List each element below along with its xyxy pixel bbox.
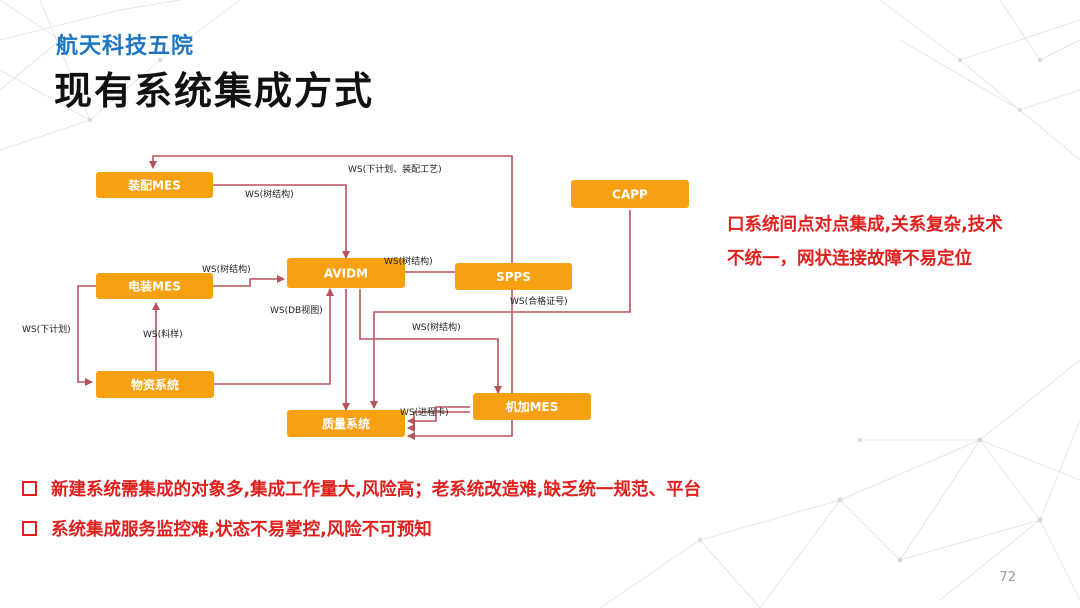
bullet-item: 新建系统需集成的对象多,集成工作量大,风险高；老系统改造难,缺乏统一规范、平台 <box>22 476 701 501</box>
edge-capp-zhiliang <box>370 210 631 409</box>
edge-spps-zhiliang <box>407 290 513 440</box>
edge-dianzhuang-avidm <box>213 275 285 287</box>
edge-avidm-jijia <box>359 289 502 394</box>
node-avidm: AVIDM <box>287 258 405 288</box>
node-zhiliang-system: 质量系统 <box>287 410 405 437</box>
node-label: CAPP <box>612 188 648 202</box>
edge-wuzi-avidm <box>214 288 334 385</box>
bullet-text: 新建系统需集成的对象多,集成工作量大,风险高；老系统改造难,缺乏统一规范、平台 <box>51 480 701 500</box>
node-zhuangpei-mes: 装配MES <box>96 172 213 198</box>
right-note: 口系统间点对点集成,关系复杂,技术 不统一，网状连接故障不易定位 <box>727 208 1057 276</box>
page-number: 72 <box>999 570 1016 585</box>
node-label: 装配MES <box>127 178 181 193</box>
edge-zhuangpei-avidm <box>213 184 350 259</box>
right-note-line1: 口系统间点对点集成,关系复杂,技术 <box>727 215 1003 235</box>
org-subtitle: 航天科技五院 <box>56 34 195 59</box>
right-note-line2: 不统一，网状连接故障不易定位 <box>727 249 972 269</box>
node-wuzi-system: 物资系统 <box>96 371 214 398</box>
node-dianzhuang-mes: 电装MES <box>96 273 213 299</box>
edge-jijia-zhiliang-b <box>407 411 470 432</box>
edge-label-plan: WS(下计划) <box>22 323 71 335</box>
edge-label-plan-process: WS(下计划、装配工艺) <box>348 163 442 175</box>
checkbox-square-icon <box>22 481 37 496</box>
page-title: 现有系统集成方式 <box>54 69 375 113</box>
node-label: SPPS <box>496 270 531 284</box>
checkbox-square-icon <box>22 521 37 536</box>
edge-dianzhuang-wuzi <box>77 285 96 386</box>
edge-label-tree-jijia: WS(树结构) <box>412 321 461 333</box>
edge-spps-zhuangpei <box>149 155 513 263</box>
edge-label-tree-dianzhuang: WS(树结构) <box>202 263 251 275</box>
edge-label-cert: WS(合格证号) <box>510 295 568 307</box>
node-jijia-mes: 机加MES <box>473 393 591 420</box>
edge-label-db-view: WS(DB视图) <box>270 304 323 316</box>
node-capp: CAPP <box>571 180 689 208</box>
bullet-text: 系统集成服务监控难,状态不易掌控,风险不可预知 <box>51 520 432 540</box>
node-label: AVIDM <box>324 267 368 281</box>
node-label: 机加MES <box>506 399 559 414</box>
node-label: 电装MES <box>128 279 181 294</box>
node-spps: SPPS <box>455 263 572 290</box>
node-label: 质量系统 <box>322 416 370 431</box>
node-label: 物资系统 <box>131 377 179 392</box>
edge-label-process-card: WS(进程卡) <box>400 406 449 418</box>
edge-label-tree-zhuangpei: WS(树结构) <box>245 188 294 200</box>
edge-label-tree-spps: WS(树结构) <box>384 255 433 267</box>
bullet-item: 系统集成服务监控难,状态不易掌控,风险不可预知 <box>22 516 432 541</box>
edge-jijia-zhiliang <box>407 406 470 425</box>
edge-label-material: WS(料样) <box>143 328 183 340</box>
